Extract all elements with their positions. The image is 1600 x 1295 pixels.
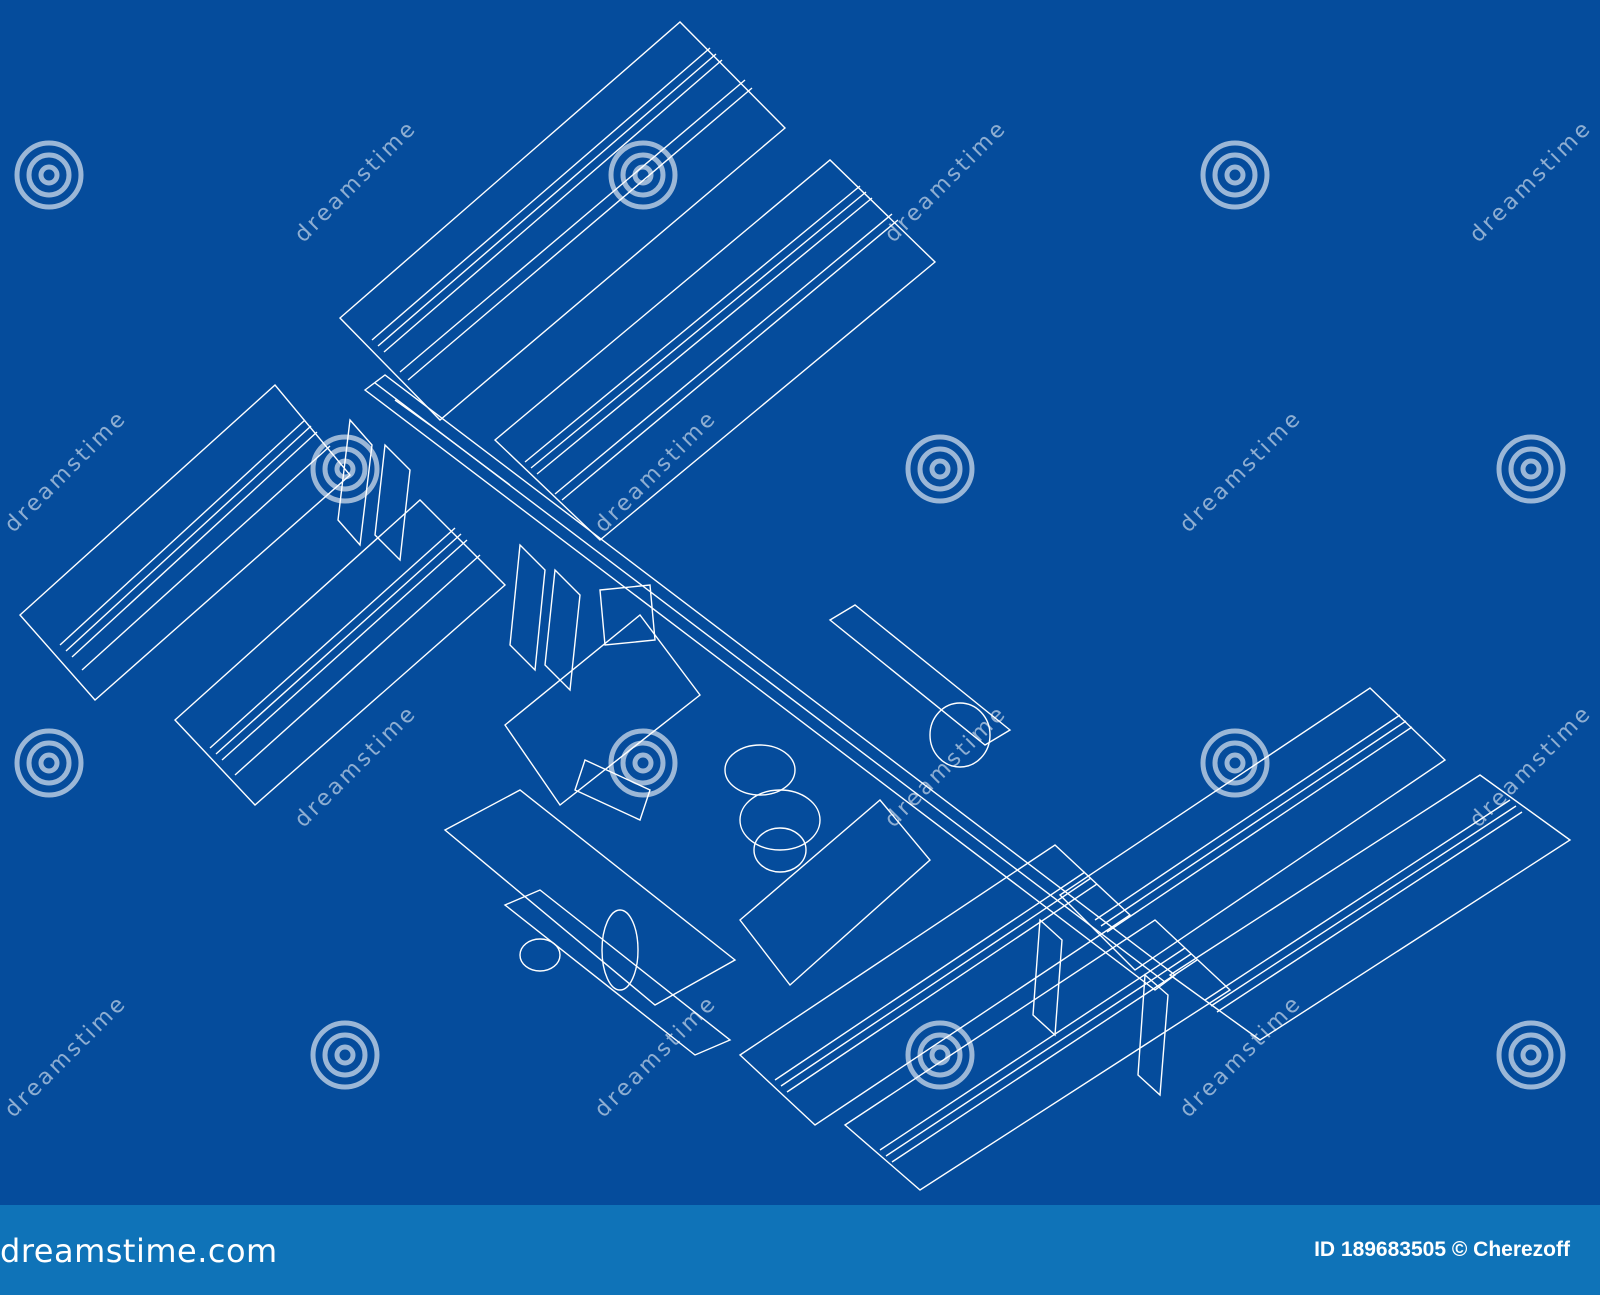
- watermark-spiral-icon: [310, 1020, 380, 1090]
- watermark-spiral-icon: [608, 728, 678, 798]
- footer-bar: [0, 1205, 1600, 1295]
- central-modules: [443, 584, 1012, 1056]
- watermark-spiral-icon: [310, 434, 380, 504]
- solar-array-left-1: [19, 383, 351, 701]
- blueprint-drawing: dreamstime dreamstime dreamstime dreamst…: [0, 21, 1598, 1191]
- solar-array-lower-right-1: [738, 844, 1132, 1126]
- watermark-spiral-icon: [1496, 1020, 1566, 1090]
- watermark-spiral-icon: [608, 140, 678, 210]
- solar-array-left-2: [173, 499, 507, 806]
- solar-array-right-2: [1168, 774, 1572, 1041]
- footer-brand-text: dreamstime.com: [0, 1232, 278, 1270]
- watermark-spiral-icon: [905, 1020, 975, 1090]
- watermark-spiral-icon: [14, 728, 84, 798]
- watermark-spiral-icon: [905, 434, 975, 504]
- watermark-spiral-icon: [1496, 434, 1566, 504]
- space-station-wireframe: [19, 21, 1572, 1191]
- watermark-spiral-icon: [1200, 728, 1270, 798]
- watermark-spiral-icon: [14, 140, 84, 210]
- main-truss: [363, 374, 1177, 991]
- solar-array-lower-right-2: [843, 919, 1232, 1191]
- watermark-spiral-icon: [1200, 140, 1270, 210]
- footer-image-credit: ID 189683505 © Cherezoff: [1314, 1238, 1570, 1261]
- solar-array-upper-left-1: [338, 21, 787, 421]
- solar-array-upper-left-2: [493, 159, 937, 541]
